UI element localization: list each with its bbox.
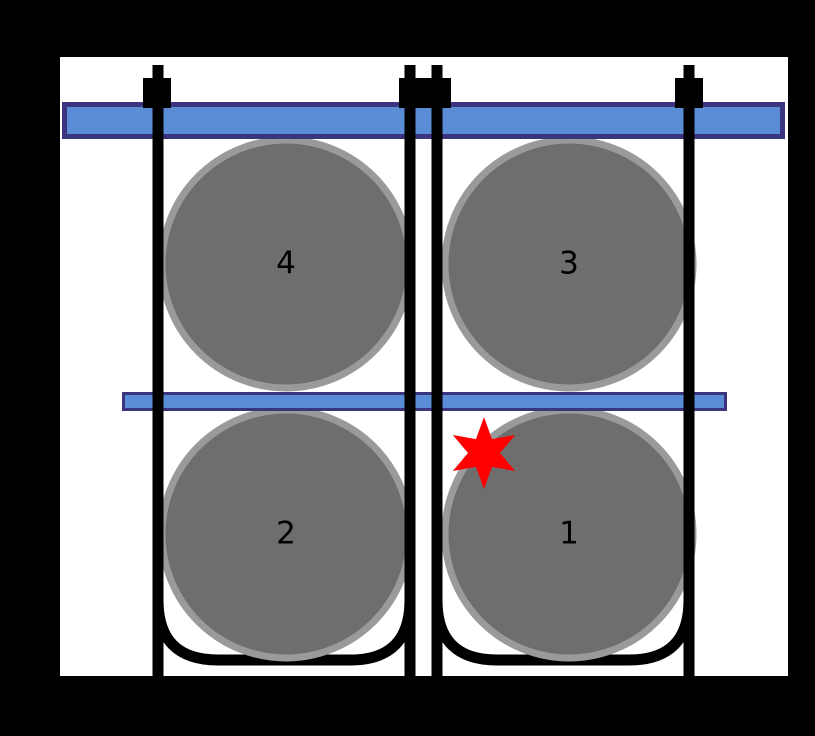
load-label-4: 4 <box>276 245 296 282</box>
failure-point-star <box>452 417 516 489</box>
clamp-center-left <box>399 78 425 108</box>
load-label-1: 1 <box>559 515 579 552</box>
clamp-far-right <box>675 78 703 108</box>
spreader-bars-group <box>62 102 785 411</box>
upper-spreader-bar <box>62 102 785 139</box>
load-label-2: 2 <box>276 515 296 552</box>
load-label-3: 3 <box>559 245 579 282</box>
rope-lines-group <box>152 65 695 680</box>
lower-spreader-bar <box>122 392 727 411</box>
clamp-blocks-group <box>143 78 703 108</box>
clamp-center-right <box>425 78 451 108</box>
clamp-far-left <box>143 78 171 108</box>
loads-group <box>158 136 697 662</box>
